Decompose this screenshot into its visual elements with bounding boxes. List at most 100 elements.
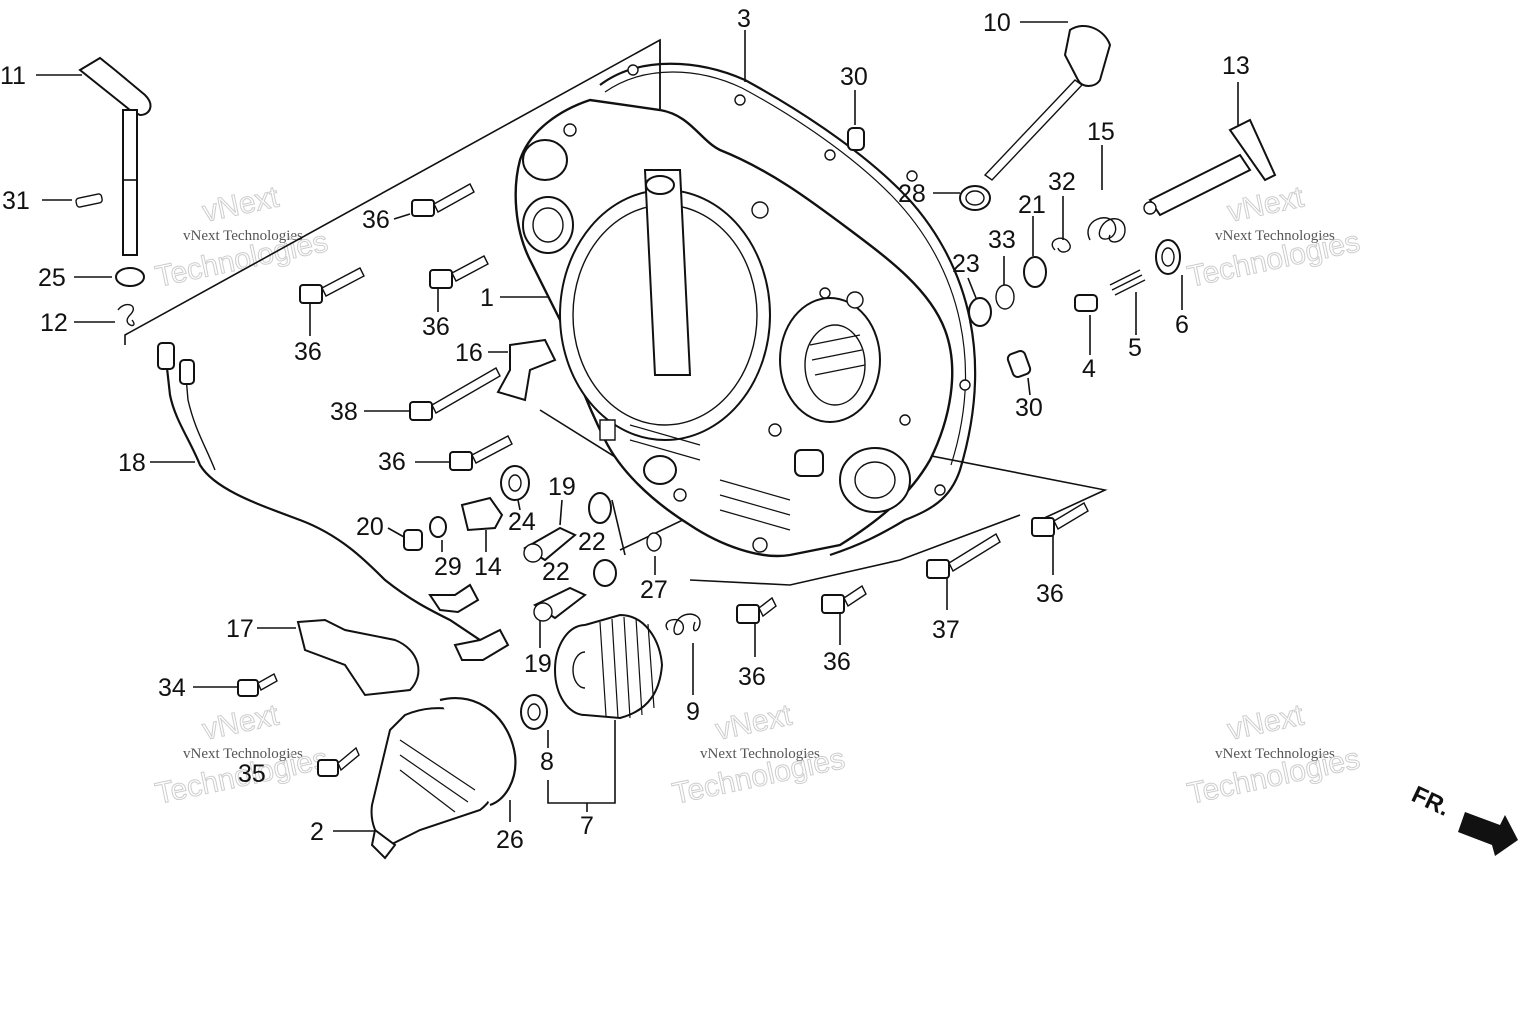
spring-15-part <box>1087 217 1126 243</box>
part-label-11: 11 <box>0 62 26 90</box>
part-label-3: 3 <box>737 5 751 33</box>
part-label-36-b: 36 <box>294 338 322 366</box>
washer-22-b-part <box>593 559 617 587</box>
oil-filter-part <box>554 613 664 720</box>
part-label-38: 38 <box>330 398 358 426</box>
crankcase-cover-part <box>514 98 954 558</box>
part-label-36-c: 36 <box>422 313 450 341</box>
bolt-36-g <box>1031 502 1089 537</box>
part-label-22-b: 22 <box>542 558 570 586</box>
part-label-5: 5 <box>1128 334 1142 362</box>
part-label-28: 28 <box>898 180 926 208</box>
washer-22-a-part <box>588 492 612 524</box>
part-label-9: 9 <box>686 698 700 726</box>
part-label-29: 29 <box>434 553 462 581</box>
bolt-36-b <box>299 267 365 304</box>
front-arrow-icon <box>1458 812 1518 856</box>
switch-19-b-part <box>532 586 587 622</box>
part-label-36-a: 36 <box>362 206 390 234</box>
svg-text:vNext: vNext <box>1225 180 1308 228</box>
spring-5-part <box>1109 269 1146 296</box>
svg-text:vNext: vNext <box>200 180 283 228</box>
svg-text:vNext: vNext <box>200 698 283 746</box>
part-label-6: 6 <box>1175 311 1189 339</box>
svg-text:vNext Technologies: vNext Technologies <box>183 746 303 762</box>
part-label-12: 12 <box>40 309 68 337</box>
part-label-7: 7 <box>580 812 594 840</box>
bracket-17-part <box>296 618 420 697</box>
part-label-23: 23 <box>952 250 980 278</box>
bolt-36-e <box>736 596 777 624</box>
part-label-32: 32 <box>1048 168 1076 196</box>
svg-text:vNext Technologies: vNext Technologies <box>1215 746 1335 762</box>
part-label-2: 2 <box>310 818 324 846</box>
bolt-36-f <box>821 584 867 614</box>
part-label-4: 4 <box>1082 355 1096 383</box>
washer-21-part <box>1023 256 1047 288</box>
part-label-30-b: 30 <box>1015 394 1043 422</box>
clip-32-part <box>1051 237 1071 253</box>
nut-20-part <box>403 529 423 551</box>
leader-lines <box>36 21 1239 832</box>
part-label-13: 13 <box>1222 52 1250 80</box>
front-direction-indicator: FR. <box>1407 781 1518 856</box>
part-label-25: 25 <box>38 264 66 292</box>
part-label-36-f: 36 <box>823 648 851 676</box>
part-label-17: 17 <box>226 615 254 643</box>
part-label-20: 20 <box>356 513 384 541</box>
svg-text:vNext Technologies: vNext Technologies <box>1215 228 1335 244</box>
starter-shaft-part <box>1143 118 1277 217</box>
part-label-30-a: 30 <box>840 63 868 91</box>
oring-27-part <box>646 532 662 552</box>
watermark-bottom-left: vNext vNext Technologies Technologies <box>152 698 331 811</box>
dowel-30b-part <box>1006 350 1032 378</box>
pin-31-part <box>75 193 103 208</box>
part-label-16: 16 <box>455 339 483 367</box>
washer-29-part <box>429 516 447 538</box>
part-label-19-a: 19 <box>548 473 576 501</box>
part-label-10: 10 <box>983 9 1011 37</box>
part-label-36-d: 36 <box>378 448 406 476</box>
part-number-labels: 11 31 25 12 3 10 13 30 28 15 32 21 33 23… <box>0 5 1250 854</box>
bolt-34 <box>237 673 278 697</box>
part-label-8: 8 <box>540 748 554 776</box>
svg-text:vNext Technologies: vNext Technologies <box>700 746 820 762</box>
part-label-36-g: 36 <box>1036 580 1064 608</box>
part-label-31: 31 <box>2 187 30 215</box>
svg-text:vNext: vNext <box>1225 698 1308 746</box>
bolt-38 <box>409 367 501 421</box>
part-label-33: 33 <box>988 226 1016 254</box>
plunger-4-part <box>1074 294 1098 312</box>
svg-text:vNext Technologies: vNext Technologies <box>183 228 303 244</box>
collar-6-part <box>1155 239 1181 275</box>
dowel-30a-part <box>847 127 865 151</box>
svg-text:FR.: FR. <box>1407 781 1453 822</box>
seal-8-part <box>520 694 548 730</box>
bolt-35 <box>317 746 360 777</box>
watermark-top-right: vNext vNext Technologies Technologies <box>1184 180 1363 294</box>
spring-9-part <box>665 613 701 636</box>
part-label-19-b: 19 <box>524 650 552 678</box>
bearing-23-part <box>968 297 992 327</box>
shift-shaft-part <box>78 56 152 256</box>
part-label-27: 27 <box>640 576 668 604</box>
spring-12-part <box>117 303 135 327</box>
cover-fins <box>629 424 791 531</box>
bolt-36-a <box>411 183 475 217</box>
part-label-1: 1 <box>480 284 494 312</box>
bolt-37 <box>926 533 1001 579</box>
part-label-14: 14 <box>474 553 502 581</box>
bolt-36-d <box>449 435 513 471</box>
part-label-35: 35 <box>238 760 266 788</box>
part-label-24: 24 <box>508 508 536 536</box>
oring-28-part <box>959 185 991 211</box>
bolt-36-c <box>429 255 489 289</box>
part-label-21: 21 <box>1018 191 1046 219</box>
part-label-37: 37 <box>932 616 960 644</box>
seal-25-part <box>115 267 145 287</box>
watermark-bottom-right: vNext vNext Technologies Technologies <box>1184 698 1363 811</box>
switch-19-a-part <box>523 526 577 563</box>
svg-text:vNext: vNext <box>713 698 796 746</box>
circlip-33-part <box>995 284 1015 310</box>
